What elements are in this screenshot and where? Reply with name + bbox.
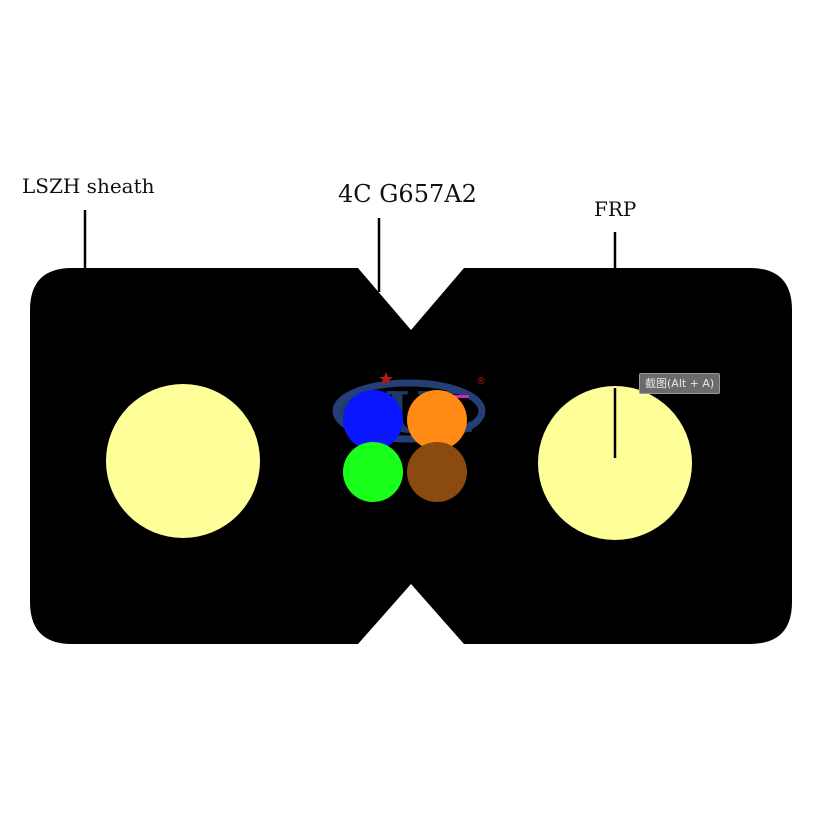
fiber-green <box>343 442 403 502</box>
frp-strength-member-left <box>106 384 260 538</box>
watermark-accent-bar <box>447 395 469 398</box>
fiber-orange <box>407 390 467 450</box>
fiber-blue <box>343 390 403 450</box>
label-fiber-count: 4C G657A2 <box>338 180 477 208</box>
label-frp: FRP <box>594 197 637 221</box>
label-lszh-sheath: LSZH sheath <box>22 174 155 198</box>
fiber-brown <box>407 442 467 502</box>
registered-mark-icon: ® <box>476 376 486 387</box>
lszh-sheath-body <box>30 268 792 644</box>
frp-strength-member-right <box>538 386 692 540</box>
watermark-ring <box>332 379 486 443</box>
screenshot-tooltip: 截图(Alt + A) <box>639 373 721 394</box>
watermark-star-icon <box>379 372 393 385</box>
